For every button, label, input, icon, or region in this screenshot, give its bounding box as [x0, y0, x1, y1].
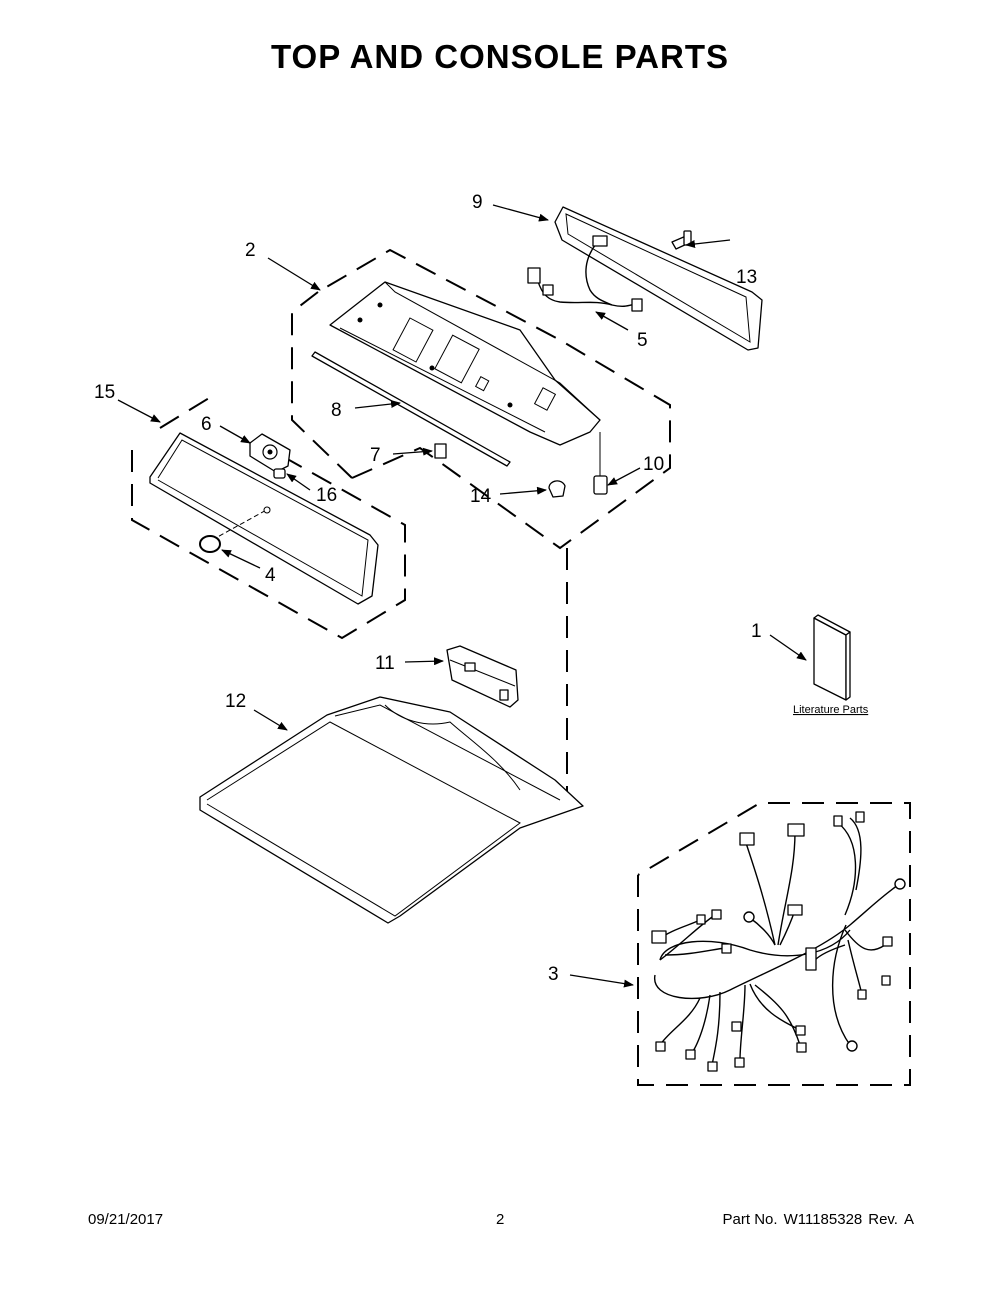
page-title: TOP AND CONSOLE PARTS: [271, 38, 729, 75]
rev-value: A: [903, 1211, 914, 1228]
screw-13-part: [671, 230, 692, 250]
callout-4: 4: [265, 565, 276, 586]
footer-date: 09/21/2017: [88, 1211, 164, 1228]
literature-label: Literature Parts: [793, 704, 869, 716]
callout-2: 2: [245, 240, 256, 261]
callout-3: 3: [548, 964, 559, 985]
callout-15: 15: [94, 382, 115, 403]
part-no-label: Part No.: [722, 1211, 778, 1228]
callout-11: 11: [375, 653, 395, 674]
callout-6: 6: [201, 414, 212, 435]
knob-4-part: [199, 506, 271, 553]
callout-8: 8: [331, 400, 342, 421]
callout-9: 9: [472, 192, 483, 213]
encoder-6-part: [249, 433, 291, 473]
callout-5: 5: [637, 330, 648, 351]
callout-14: 14: [470, 486, 492, 507]
control-board-part: [446, 645, 519, 708]
footer-page-number: 2: [496, 1211, 505, 1228]
wiring-5-part: [527, 235, 643, 312]
callout-13: 13: [736, 267, 757, 288]
leader-lines: [117, 204, 807, 988]
callout-16: 16: [316, 485, 337, 506]
literature-part: [813, 614, 851, 701]
strip-part: [311, 351, 511, 467]
callout-7: 7: [370, 445, 381, 466]
ui-panel-part: [149, 432, 379, 605]
clip-7-part: [434, 443, 447, 459]
console-group-outline: [291, 248, 671, 550]
ui-group-outline: [131, 394, 406, 640]
wire-harness-part: [651, 811, 906, 1072]
callout-10: 10: [643, 454, 664, 475]
part-no-value: W11185328: [783, 1211, 863, 1228]
callout-1: 1: [751, 621, 762, 642]
console-part: [329, 281, 601, 446]
footer-part-info: Part No. W11185328 Rev. A: [717, 1211, 914, 1228]
screw-16-part: [273, 468, 286, 479]
rev-label: Rev.: [868, 1211, 898, 1228]
clip-14-part: [548, 480, 566, 498]
top-panel-part: [199, 696, 584, 924]
harness-group-outline: [637, 802, 911, 1086]
screw-10-part: [593, 432, 608, 495]
callout-12: 12: [225, 691, 246, 712]
